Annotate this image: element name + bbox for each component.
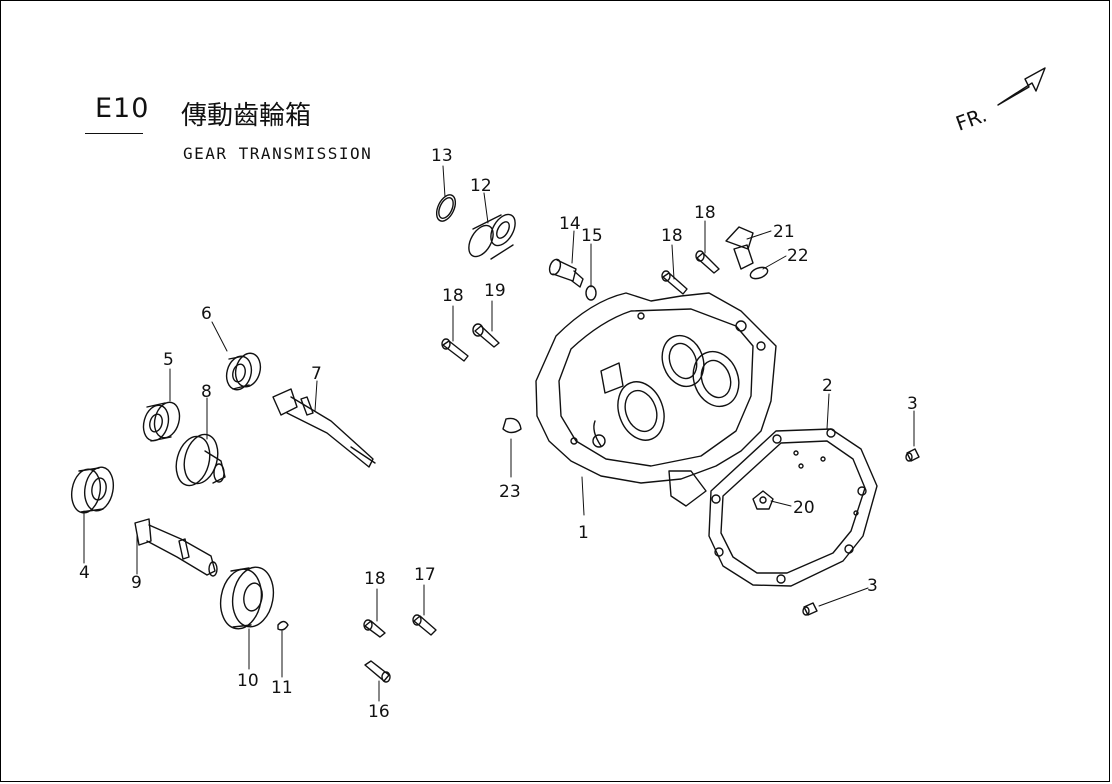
callout-10: 10 — [237, 671, 259, 691]
part-18-bolt-left — [441, 338, 469, 362]
part-20-bolt — [752, 490, 774, 510]
callout-1: 1 — [578, 523, 589, 543]
callout-18-lower: 18 — [364, 569, 386, 589]
part-6-bearing — [225, 352, 262, 391]
diagram-code: E10 — [95, 93, 150, 124]
callout-11: 11 — [271, 678, 293, 698]
part-21-drain-plug — [725, 226, 754, 270]
part-4-bearing — [70, 466, 115, 514]
part-10-final-gear — [219, 566, 275, 630]
callout-14: 14 — [559, 214, 581, 234]
callout-18-left: 18 — [442, 286, 464, 306]
callout-9: 9 — [131, 573, 142, 593]
callout-13: 13 — [431, 146, 453, 166]
part-5-bearing — [142, 401, 181, 442]
part-15-washer — [585, 285, 597, 301]
part-17-bolt — [412, 614, 437, 636]
code-underline — [85, 133, 143, 134]
part-11-key — [277, 620, 289, 631]
callout-20: 20 — [793, 498, 815, 518]
part-18-bolt-top — [695, 250, 720, 274]
part-3-dowel-pin-lower — [802, 602, 818, 616]
part-7-drive-shaft — [272, 388, 376, 468]
front-arrow-icon — [997, 67, 1046, 106]
callout-7: 7 — [311, 364, 322, 384]
part-18-bolt-lower — [363, 619, 386, 638]
part-23-key — [502, 417, 522, 434]
part-9-output-shaft — [134, 518, 218, 577]
callout-6: 6 — [201, 304, 212, 324]
part-1-gear-housing — [535, 292, 777, 507]
title-chinese: 傳動齒輪箱 — [181, 101, 312, 131]
callout-15: 15 — [581, 226, 603, 246]
callout-22: 22 — [787, 246, 809, 266]
callout-16: 16 — [368, 702, 390, 722]
callout-23: 23 — [499, 482, 521, 502]
callout-8: 8 — [201, 382, 212, 402]
callout-5: 5 — [163, 350, 174, 370]
callout-numbers: 13 12 14 15 18 18 21 22 18 19 6 5 7 8 2 … — [79, 146, 918, 722]
callout-17: 17 — [414, 565, 436, 585]
part-19-bolt — [472, 323, 500, 348]
front-label: FR. — [953, 103, 990, 136]
part-13-snap-ring — [435, 194, 457, 222]
callout-18-top: 18 — [694, 203, 716, 223]
callout-12: 12 — [470, 176, 492, 196]
part-2-gasket — [708, 428, 878, 587]
callout-3-right: 3 — [907, 394, 918, 414]
callout-2: 2 — [822, 376, 833, 396]
part-16-stud-bolt — [364, 660, 391, 683]
part-18-bolt-upper — [661, 270, 688, 295]
callout-21: 21 — [773, 222, 795, 242]
part-22-washer — [749, 266, 769, 280]
callout-4: 4 — [79, 563, 90, 583]
callout-3-lower: 3 — [867, 576, 878, 596]
front-direction-indicator: FR. — [953, 67, 1046, 136]
part-14-dowel-bolt — [548, 258, 584, 288]
callout-18-upper: 18 — [661, 226, 683, 246]
callout-leader-lines — [83, 165, 915, 702]
part-8-gear — [175, 433, 226, 487]
part-3-dowel-pin-right — [905, 448, 920, 462]
callout-19: 19 — [484, 281, 506, 301]
title-english: GEAR TRANSMISSION — [183, 144, 373, 163]
part-12-oil-seal — [468, 213, 516, 260]
